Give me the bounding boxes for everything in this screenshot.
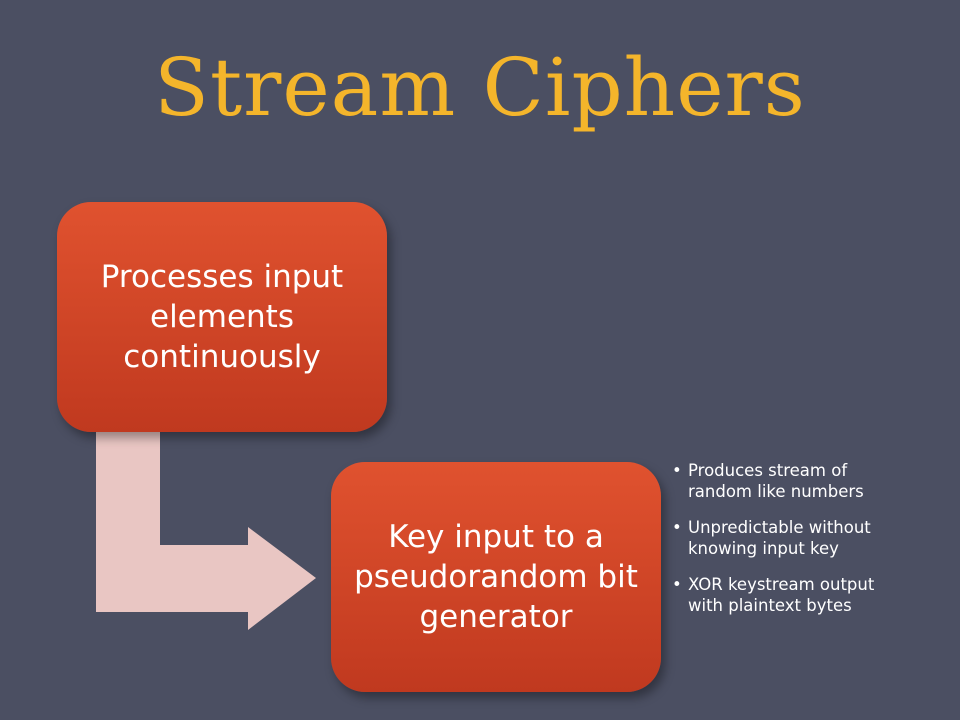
process-box-label: Processes input elements continuously [100,258,344,376]
key-input-box: Key input to a pseudorandom bit generato… [331,462,661,692]
slide-title: Stream Ciphers [154,41,806,134]
bullet-text: Produces stream of random like numbers [688,461,864,502]
process-box: Processes input elements continuously [57,202,387,432]
bullet-text: XOR keystream output with plaintext byte… [688,574,875,616]
details-bullet-list: • Produces stream of random like numbers… [670,460,910,631]
key-input-box-label: Key input to a pseudorandom bit generato… [354,518,638,636]
bullet-dot-icon: • [672,574,682,594]
bent-arrow-shape [96,420,316,630]
bullet-text: Unpredictable without knowing input key [688,517,871,559]
bullet-item: • Unpredictable without knowing input ke… [670,517,910,560]
bullet-dot-icon: • [672,461,682,480]
bullet-dot-icon: • [672,517,682,537]
bullet-item: • XOR keystream output with plaintext by… [670,574,910,617]
bullet-item: • Produces stream of random like numbers [670,460,910,503]
